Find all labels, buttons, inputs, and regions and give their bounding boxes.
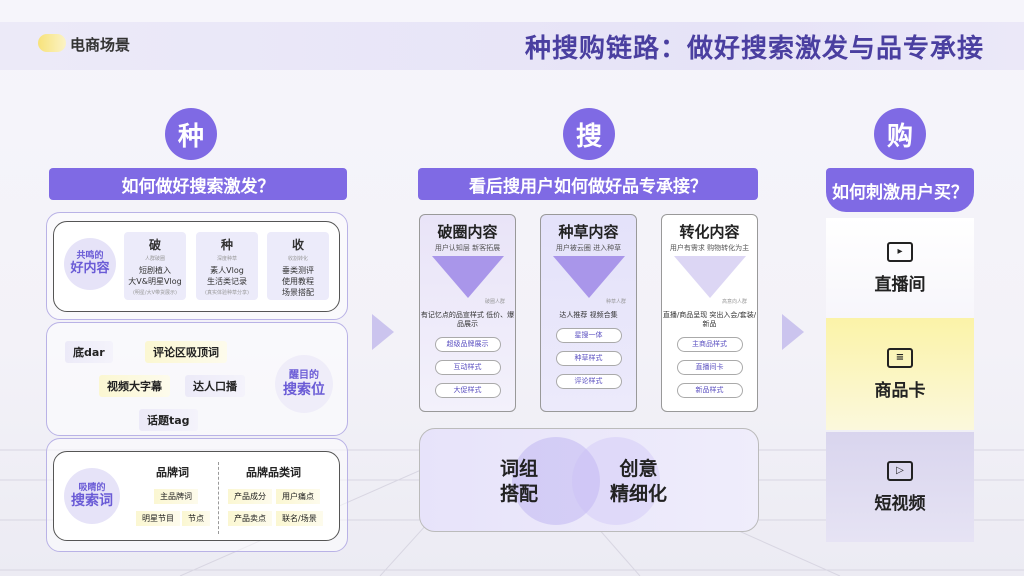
product-card-icon: ≡ [887,347,913,368]
chip-comment-top: 评论区吸顶词 [145,341,227,363]
buy-circle: 购 [874,108,926,160]
seed-circle: 种 [165,108,217,160]
card-tag: 破圈人群 [484,299,505,306]
arrow-right-icon [782,314,804,350]
bubble-top: 共鸣的 [76,251,104,262]
category-word: 产品成分 [228,489,272,504]
category-words-title: 品牌品类词 [246,466,301,479]
buy-item-live: ▸ 直播间 [826,218,974,318]
style-button[interactable]: 主商品样式 [676,336,743,352]
divider [218,462,219,534]
card-tag: 种草人群 [605,299,626,306]
chip-subtitle: 视频大字幕 [99,375,170,397]
card-line: 素人Vlog [210,266,244,275]
brand-word: 节点 [182,511,210,526]
card-title: 收 [291,238,304,252]
content-card-zhong: 种 深度种草 素人Vlog 生活类记录 (真实体验种草分享) [196,232,258,300]
funnel-icon [673,256,746,299]
card-line: 使用教程 [282,277,314,286]
funnel-icon [431,256,504,299]
card-line: 场景搭配 [282,288,314,297]
content-card-seeding: 种草内容 用户被云圈 进入种草 种草人群 达人推荐 视频合集 星搜一体 种草样式… [540,214,637,412]
card-line: 大V&明星Vlog [128,277,182,286]
style-button[interactable]: 星搜一体 [555,328,622,344]
buy-item-label: 短视频 [874,493,926,514]
buy-item-product: ≡ 商品卡 [826,318,974,430]
card-sub: 人群破圈 [144,256,165,262]
scene-tag: 电商场景 [70,36,131,54]
style-button[interactable]: 评论样式 [555,374,622,390]
search-circle: 搜 [563,108,615,160]
card-line: 垂类测评 [282,266,314,275]
strategy-box: 词组 搭配 创意 精细化 [419,428,759,532]
bubble-top: 醒目的 [289,370,319,382]
card-tag: 高意向人群 [721,299,747,306]
card-title: 破 [148,238,161,252]
card-desc: 直播/商品呈现 突出入会/套装/新品 [662,311,757,329]
arrow-right-icon [372,314,394,350]
seed-question: 如何做好搜索激发？ [49,168,347,200]
page-title: 种搜购链路：做好搜索激发与品专承接 [524,34,984,64]
style-button[interactable]: 种草样式 [555,351,622,367]
search-slot-bubble: 醒目的 搜索位 [275,355,333,413]
video-play-icon: ▷ [887,460,913,481]
content-card-shou: 收 收割转化 垂类测评 使用教程 场景搭配 [267,232,329,300]
brand-words-title: 品牌词 [156,466,189,479]
buy-item-video: ▷ 短视频 [826,432,974,542]
card-sub: 用户被云圈 进入种草 [555,244,622,252]
content-card-po: 破 人群破圈 短剧植入 大V&明星Vlog (明星/大V带货展示) [124,232,186,300]
header-bar [0,22,1024,70]
funnel-icon [552,256,625,299]
card-line: 生活类记录 [207,277,247,286]
venn-left [512,437,600,525]
style-button[interactable]: 新品样式 [676,382,743,398]
search-words-box: 吸睛的 搜索词 品牌词 主品牌词 明星节目 节点 品牌品类词 产品成分 用户痛点… [53,451,340,541]
card-desc: 达人推荐 视频合集 [559,311,618,320]
phrase-combo: 词组 搭配 [500,458,539,505]
chip-dar: 底dar [65,341,113,363]
category-word: 联名/场景 [276,511,323,526]
brand-word: 明星节目 [136,511,180,526]
brand-word: 主品牌词 [154,489,198,504]
live-camera-icon: ▸ [887,241,913,262]
card-title: 种 [220,238,233,252]
card-sub: 用户有需求 购物转化为主 [669,244,750,252]
card-note: (明星/大V带货展示) [132,290,177,296]
card-title: 破圈内容 [437,223,498,241]
card-sub: 深度种草 [216,256,237,262]
bubble-top: 吸睛的 [78,482,106,493]
content-card-breakout: 破圈内容 用户认知层 新客拓展 破圈人群 有记忆点的品宣样式 低价、爆品展示 超… [419,214,516,412]
card-sub: 用户认知层 新客拓展 [434,244,501,252]
content-card-conversion: 转化内容 用户有需求 购物转化为主 高意向人群 直播/商品呈现 突出入会/套装/… [661,214,758,412]
style-button[interactable]: 超级品牌展示 [434,336,501,352]
search-slot-panel: 底dar 评论区吸顶词 视频大字幕 达人口播 话题tag 醒目的 搜索位 [46,322,348,436]
category-word: 产品卖点 [228,511,272,526]
card-desc: 有记忆点的品宣样式 低价、爆品展示 [420,311,515,329]
buy-item-label: 直播间 [874,274,926,295]
style-button[interactable]: 互动样式 [434,359,501,375]
card-line: 短剧植入 [139,266,171,275]
bubble-main: 搜索位 [283,381,325,398]
tag-decoration [38,34,66,52]
venn-right [572,437,660,525]
style-button[interactable]: 大促样式 [434,382,501,398]
good-content-bubble: 共鸣的 好内容 [64,238,116,290]
card-sub: 收割转化 [287,256,308,262]
search-question: 看后搜用户如何做好品专承接？ [418,168,758,200]
card-title: 转化内容 [679,223,740,241]
card-note: (真实体验种草分享) [205,290,249,296]
chip-topic: 话题tag [139,409,198,431]
buy-item-label: 商品卡 [874,380,926,401]
creative-refine: 创意 精细化 [610,458,668,505]
buy-question: 如何刺激用户买？ [826,168,974,212]
category-word: 用户痛点 [276,489,320,504]
style-button[interactable]: 直播间卡 [676,359,743,375]
chip-kol: 达人口播 [185,375,245,397]
bubble-main: 搜索词 [71,493,113,510]
card-title: 种草内容 [558,223,619,241]
bubble-main: 好内容 [70,260,110,276]
search-words-bubble: 吸睛的 搜索词 [64,468,120,524]
good-content-box: 共鸣的 好内容 破 人群破圈 短剧植入 大V&明星Vlog (明星/大V带货展示… [53,221,340,312]
